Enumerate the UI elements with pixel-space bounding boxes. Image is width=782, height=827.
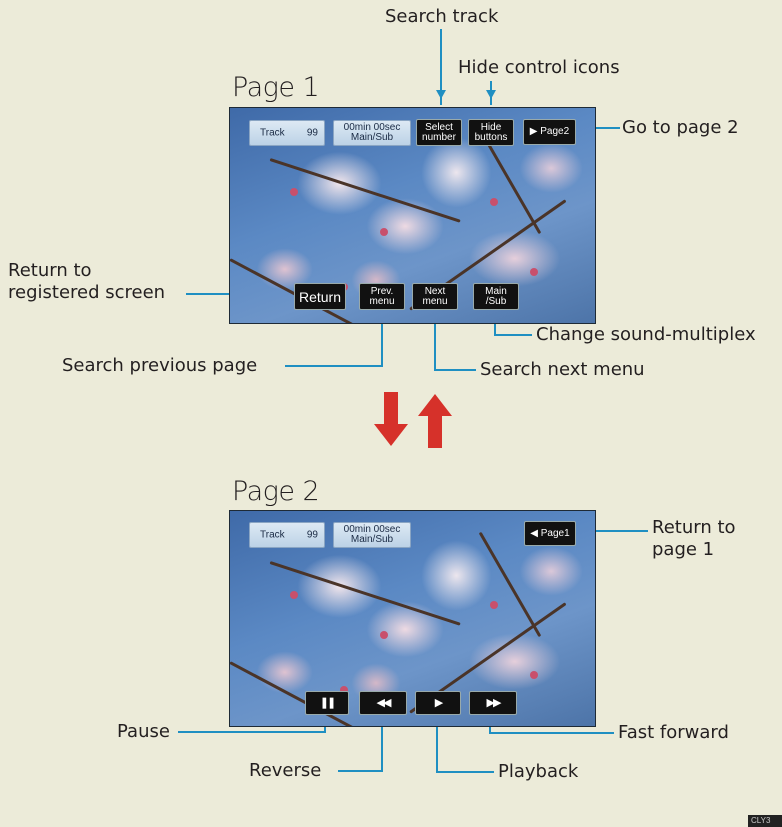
- callout-change-sound-multiplex: Change sound-multiplex: [536, 324, 756, 345]
- pause-icon: ❚❚: [319, 697, 337, 709]
- page-2-title: Page 2: [232, 476, 320, 507]
- page-1-button[interactable]: ◀ Page1: [524, 521, 576, 546]
- corner-badge: CLY3: [748, 815, 782, 827]
- return-label: Return: [298, 288, 342, 305]
- callout-hide-control-icons: Hide control icons: [458, 57, 620, 78]
- track-number-2: 99: [306, 529, 318, 541]
- callout-reverse: Reverse: [249, 760, 322, 781]
- prev-menu-button[interactable]: Prev. menu: [359, 283, 405, 310]
- page-2-screen: Track 99 00min 00sec Main/Sub ◀ Page1 ❚❚…: [229, 510, 596, 727]
- play-icon: ▶: [434, 697, 444, 709]
- page-transition-arrows: [374, 392, 452, 448]
- select-number-button[interactable]: Select number: [416, 119, 462, 146]
- track-label-2: Track: [260, 529, 285, 541]
- time-text-2: 00min 00sec Main/Sub: [343, 524, 401, 545]
- pause-button[interactable]: ❚❚: [305, 691, 349, 715]
- reverse-icon: ◀◀: [376, 697, 392, 709]
- prev-menu-label: Prev. menu: [369, 285, 395, 307]
- hide-buttons-label: Hide buttons: [474, 121, 508, 143]
- callout-pause: Pause: [117, 721, 170, 742]
- time-display-2: 00min 00sec Main/Sub: [333, 522, 411, 548]
- track-display-2: Track 99: [249, 522, 325, 548]
- page-1-label: ◀ Page1: [530, 527, 570, 539]
- page-2-button[interactable]: ▶ Page2: [523, 119, 576, 145]
- callout-go-to-page-2: Go to page 2: [622, 117, 739, 138]
- track-display: Track 99: [249, 120, 325, 146]
- return-button[interactable]: Return: [294, 283, 346, 310]
- page-2-label: ▶ Page2: [529, 126, 570, 137]
- fast-forward-icon: ▶▶: [486, 697, 502, 709]
- callout-return-to-page-1: Return to page 1: [652, 517, 736, 560]
- main-sub-label: Main /Sub: [485, 285, 507, 307]
- page-1-title: Page 1: [232, 72, 320, 103]
- callout-search-next-menu: Search next menu: [480, 359, 645, 380]
- select-number-label: Select number: [422, 121, 456, 143]
- next-menu-button[interactable]: Next menu: [412, 283, 458, 310]
- track-label: Track: [260, 127, 285, 139]
- time-display: 00min 00sec Main/Sub: [333, 120, 411, 146]
- play-button[interactable]: ▶: [415, 691, 461, 715]
- callout-search-track: Search track: [385, 6, 499, 27]
- reverse-button[interactable]: ◀◀: [359, 691, 407, 715]
- hide-buttons-button[interactable]: Hide buttons: [468, 119, 514, 146]
- track-number: 99: [306, 127, 318, 139]
- callout-return-registered: Return to registered screen: [8, 260, 166, 303]
- page-1-screen: Track 99 00min 00sec Main/Sub Select num…: [229, 107, 596, 324]
- down-arrow-icon: [374, 392, 408, 446]
- up-arrow-icon: [418, 394, 452, 448]
- fast-forward-button[interactable]: ▶▶: [469, 691, 517, 715]
- next-menu-label: Next menu: [422, 285, 448, 307]
- time-text: 00min 00sec Main/Sub: [343, 122, 401, 143]
- callout-fast-forward: Fast forward: [618, 722, 729, 743]
- callout-playback: Playback: [498, 761, 579, 782]
- main-sub-button[interactable]: Main /Sub: [473, 283, 519, 310]
- callout-search-previous-page: Search previous page: [62, 355, 258, 376]
